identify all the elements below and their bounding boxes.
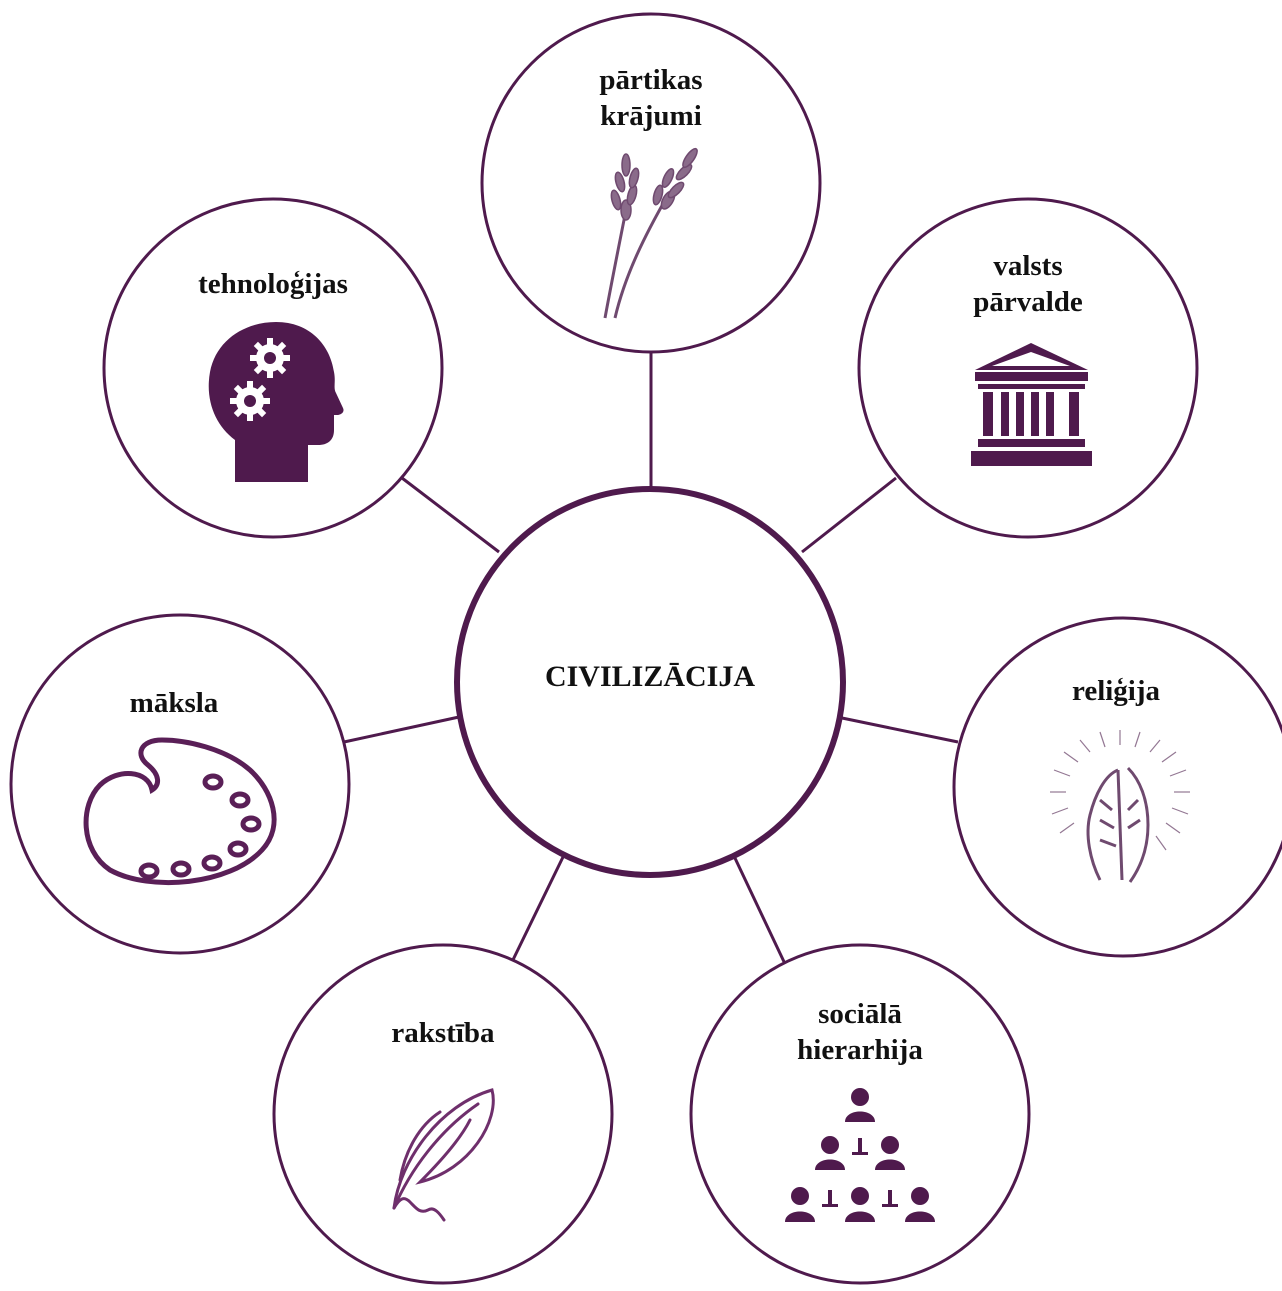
node-label-social-hierarchy: sociālā hierarhija [760,996,960,1068]
quill-feather-icon [392,1088,495,1222]
paint-palette-icon [83,737,277,886]
connector-writing [508,856,565,967]
node-label-line: pārtikas [599,64,703,96]
node-label-technologies: tehnoloģijas [163,266,383,302]
connector-religion [841,716,959,744]
node-label-line: reliģija [1071,675,1161,707]
head-gears-icon [208,322,344,482]
node-label-line: krājumi [600,100,702,132]
node-circle-art [9,613,351,955]
node-label-line: tehnoloģijas [198,268,348,300]
node-label-line: rakstība [391,1017,495,1049]
node-label-line: sociālā [818,998,902,1030]
node-label-state-government: valsts pārvalde [928,248,1128,320]
node-label-line: māksla [129,687,219,719]
node-label-line: hierarhija [797,1034,923,1066]
wheat-icon [603,147,698,319]
center-label: CIVILIZĀCIJA [544,660,756,693]
node-label-line: valsts [993,250,1063,282]
node-circle-writing [272,943,614,1285]
connector-state-government [801,476,897,554]
praying-hands-icon [1050,730,1190,883]
connector-technologies [401,476,500,554]
node-label-food-supplies: pārtikas krājumi [551,62,751,134]
node-label-religion: reliģija [1016,673,1216,709]
government-building-icon [971,343,1092,466]
node-circle-food-supplies [480,12,822,354]
center-circle [454,486,846,878]
connector-social-hierarchy [732,855,788,967]
node-label-line: pārvalde [973,286,1083,318]
hierarchy-people-icon [785,1088,935,1222]
connector-art [343,715,460,744]
node-label-writing: rakstība [343,1015,543,1051]
node-label-art: māksla [74,685,274,721]
